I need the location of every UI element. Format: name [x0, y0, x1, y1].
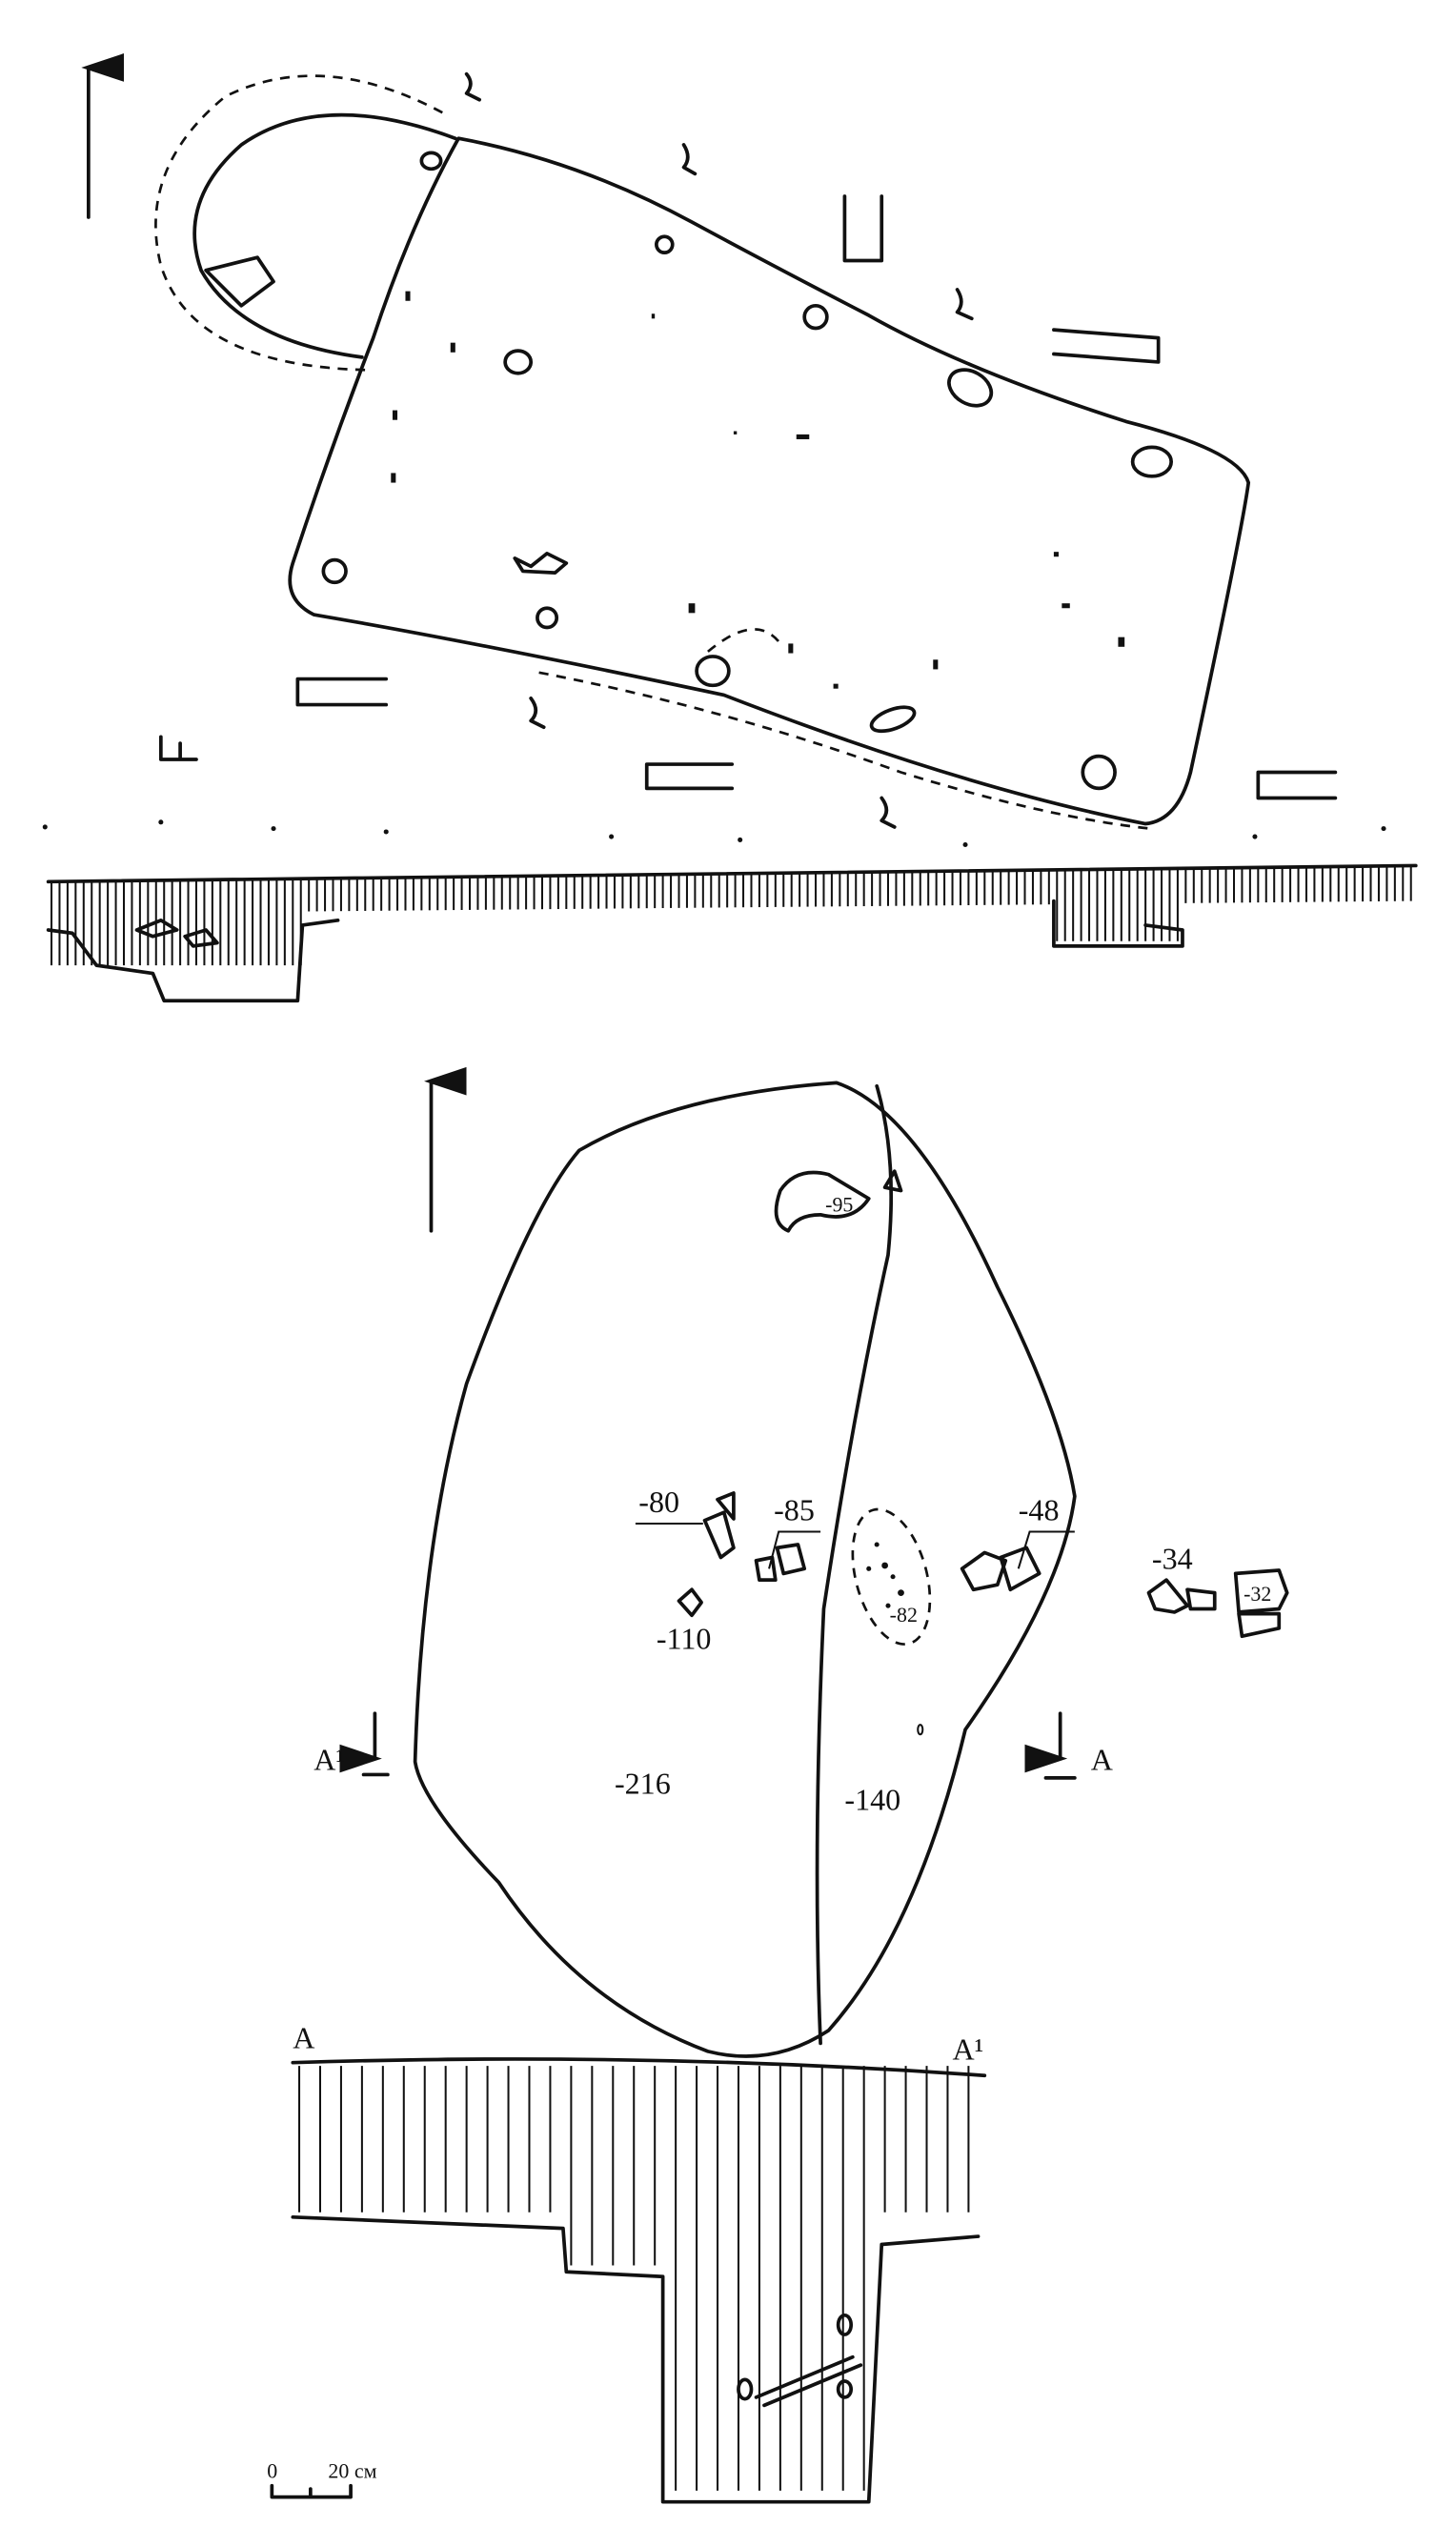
dashed-south-edge	[538, 671, 1151, 830]
section-marker-right: A	[1024, 1711, 1113, 1780]
scale-bar: 0 20 см	[267, 2458, 377, 2499]
postholes	[321, 151, 1174, 791]
dwelling-outline	[288, 136, 1251, 826]
depth-label: -216	[615, 1767, 671, 1801]
ash-dots	[866, 1542, 904, 1608]
exterior-features	[158, 71, 1338, 829]
dashed-small-arc	[707, 628, 781, 653]
stone	[754, 1543, 807, 1582]
scale-length: 20 см	[328, 2458, 376, 2482]
section-marker-left: A¹	[313, 1711, 390, 1776]
dashed-ash-lens	[851, 1507, 932, 1646]
depth-label: -34	[1152, 1541, 1193, 1575]
pit-outline	[413, 1081, 1077, 2058]
pit-inner-step	[815, 1083, 894, 2046]
section-label: A¹	[953, 2031, 984, 2066]
depth-label: -82	[890, 1603, 918, 1627]
depth-label: -95	[825, 1192, 853, 1216]
depth-label: -140	[844, 1783, 900, 1817]
depth-label: -48	[1019, 1493, 1060, 1527]
upper-section-profile	[46, 863, 1418, 1003]
stone	[1146, 1578, 1217, 1614]
stone	[960, 1546, 1041, 1592]
stone	[702, 1491, 736, 1560]
depth-label: -85	[774, 1493, 815, 1527]
section-a-a1: A A¹	[291, 2021, 987, 2504]
lower-plan: -95 -80 -85 -82 -48 -34 -32 -110 -216 -1…	[313, 1066, 1289, 2058]
stone-32	[1233, 1568, 1289, 1639]
small-marks	[391, 291, 1125, 689]
depth-label: -110	[657, 1622, 712, 1656]
entrance-loop	[192, 112, 457, 359]
stone-95	[774, 1170, 871, 1233]
section-label: A¹	[313, 1742, 345, 1776]
dashed-outer-loop	[154, 74, 443, 372]
section-label: A	[293, 2021, 314, 2055]
scale-zero: 0	[267, 2458, 277, 2482]
stone	[677, 1587, 703, 1618]
stone	[882, 1169, 903, 1193]
depth-label: -32	[1244, 1582, 1271, 1606]
ground-dots	[42, 819, 1386, 848]
section-label: A	[1091, 1742, 1113, 1776]
stone	[204, 255, 275, 308]
upper-plan	[42, 53, 1418, 1003]
depth-label: -80	[638, 1485, 679, 1519]
